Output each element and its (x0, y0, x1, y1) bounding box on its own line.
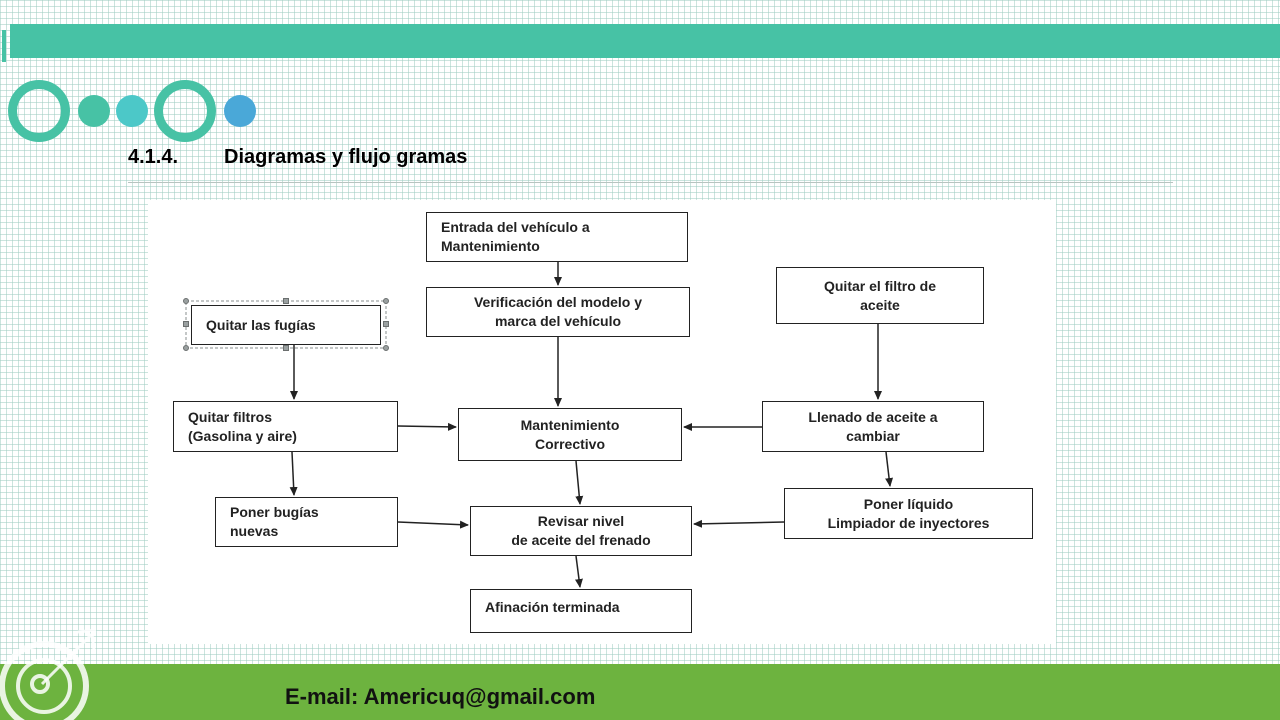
target-logo-icon (0, 628, 97, 720)
node-poner-liquido: Poner líquido Limpiador de inyectores (784, 488, 1033, 539)
node-quitar-fugas: Quitar las fugías (191, 305, 381, 345)
node-quitar-filtro-aceite: Quitar el filtro de aceite (776, 267, 984, 324)
node-quitar-filtros: Quitar filtros (Gasolina y aire) (173, 401, 398, 452)
arrow-filtros-bugias (289, 451, 298, 496)
decor-ring-large-2 (154, 80, 216, 142)
resize-handle-bottom[interactable] (283, 345, 289, 351)
decor-dot-1 (78, 95, 110, 127)
node-verificacion: Verificación del modelo y marca del vehí… (426, 287, 690, 337)
section-number: 4.1.4. (128, 146, 179, 168)
title-divider (128, 182, 1173, 183)
arrow-llenado-liquido (885, 451, 894, 487)
flowchart-panel: Entrada del vehículo a Mantenimiento Ver… (148, 200, 1056, 644)
section-heading: 4.1.4. Diagramas y flujo gramas (128, 146, 467, 169)
arrow-mantenimiento-revisar (575, 460, 584, 505)
section-title: Diagramas y flujo gramas (224, 146, 468, 168)
node-llenado: Llenado de aceite a cambiar (762, 401, 984, 452)
resize-handle-top[interactable] (283, 298, 289, 304)
resize-handle-right[interactable] (383, 321, 389, 327)
resize-handle-top-left[interactable] (183, 298, 189, 304)
arrow-liquido-revisar (693, 519, 785, 528)
node-mantenimiento: Mantenimiento Correctivo (458, 408, 682, 461)
header-accent-bar (10, 24, 1280, 58)
arrow-filtros-mantenimiento (397, 422, 457, 431)
resize-handle-top-right[interactable] (383, 298, 389, 304)
node-afinacion: Afinación terminada (470, 589, 692, 633)
resize-handle-bottom-left[interactable] (183, 345, 189, 351)
node-revisar: Revisar nivel de aceite del frenado (470, 506, 692, 556)
decor-dot-2 (116, 95, 148, 127)
resize-handle-bottom-right[interactable] (383, 345, 389, 351)
node-poner-bugias: Poner bugías nuevas (215, 497, 398, 547)
footer-bar (0, 664, 1280, 720)
node-entrada: Entrada del vehículo a Mantenimiento (426, 212, 688, 262)
arrow-revisar-afinacion (575, 555, 583, 588)
decor-dot-3 (224, 95, 256, 127)
decor-ring-large-1 (8, 80, 70, 142)
footer-email: E-mail: Americuq@gmail.com (285, 684, 596, 709)
header-accent-tick (2, 30, 6, 62)
arrow-bugias-revisar (397, 520, 469, 529)
resize-handle-left[interactable] (183, 321, 189, 327)
